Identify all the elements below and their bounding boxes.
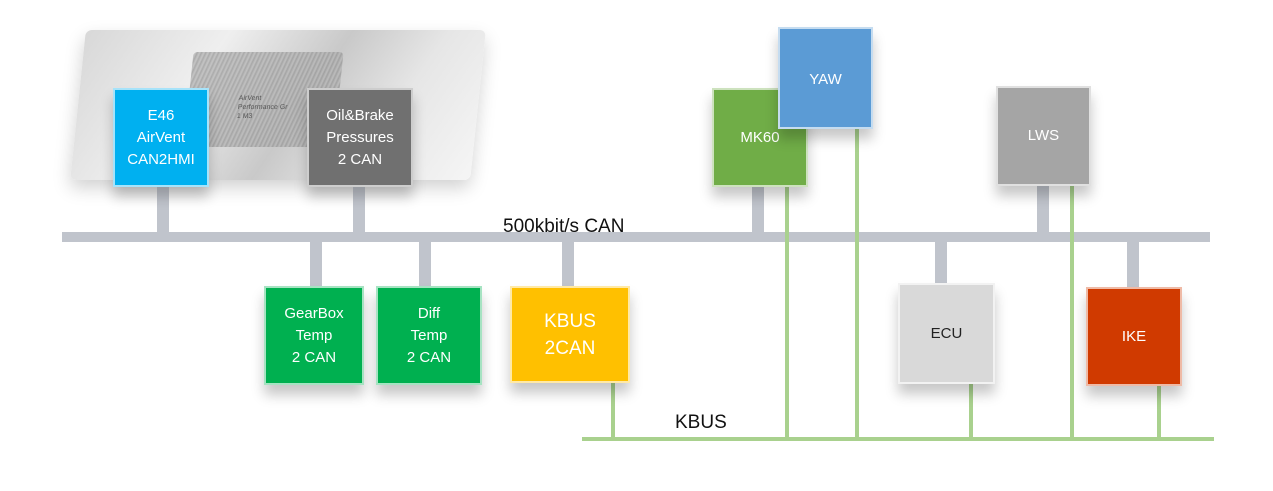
e46-can-stub	[157, 186, 169, 234]
ike-node: IKE	[1086, 287, 1182, 386]
diff-can-stub	[419, 240, 431, 288]
can-bus-label: 500kbit/s CAN	[503, 216, 625, 237]
kbus2can-label: KBUS 2CAN	[544, 310, 596, 359]
kbus2can-kbus-stub	[611, 382, 615, 440]
kbus2can-can-stub	[562, 240, 574, 288]
gearbox-temp-label: GearBox Temp 2 CAN	[284, 304, 344, 366]
diff-temp-label: Diff Temp 2 CAN	[406, 304, 452, 366]
e46-airvent-node: E46 AirVent CAN2HMI	[113, 88, 209, 187]
can-bus-line	[62, 232, 1210, 242]
diff-temp-node: Diff Temp 2 CAN	[376, 286, 482, 385]
ecu-label: ECU	[930, 324, 963, 342]
mk60-can-stub	[752, 186, 764, 234]
e46-airvent-label: E46 AirVent CAN2HMI	[127, 106, 195, 168]
yaw-label: YAW	[809, 71, 842, 88]
yaw-kbus-stub	[855, 128, 859, 440]
kbus2can-node: KBUS 2CAN	[510, 286, 630, 383]
mk60-label: MK60	[740, 128, 780, 146]
photo-caption: AirVent Performance Gr 1 M3	[236, 95, 288, 120]
ike-kbus-stub	[1157, 386, 1161, 440]
ike-can-stub	[1127, 240, 1139, 288]
kbus-line	[582, 437, 1214, 441]
lws-can-stub	[1037, 186, 1049, 234]
gearbox-can-stub	[310, 240, 322, 288]
lws-label: LWS	[1027, 127, 1060, 144]
kbus-label: KBUS	[675, 412, 727, 433]
oil-can-stub	[353, 186, 365, 234]
ecu-kbus-stub	[969, 383, 973, 440]
lws-node: LWS	[996, 86, 1091, 186]
gearbox-temp-node: GearBox Temp 2 CAN	[264, 286, 364, 385]
lws-kbus-stub	[1070, 186, 1074, 440]
oil-brake-label: Oil&Brake Pressures 2 CAN	[326, 106, 394, 168]
ecu-node: ECU	[898, 283, 995, 384]
mk60-kbus-stub	[785, 186, 789, 440]
yaw-node: YAW	[778, 27, 873, 129]
ecu-can-stub	[935, 240, 947, 285]
ike-label: IKE	[1121, 327, 1147, 345]
oil-brake-node: Oil&Brake Pressures 2 CAN	[307, 88, 413, 187]
